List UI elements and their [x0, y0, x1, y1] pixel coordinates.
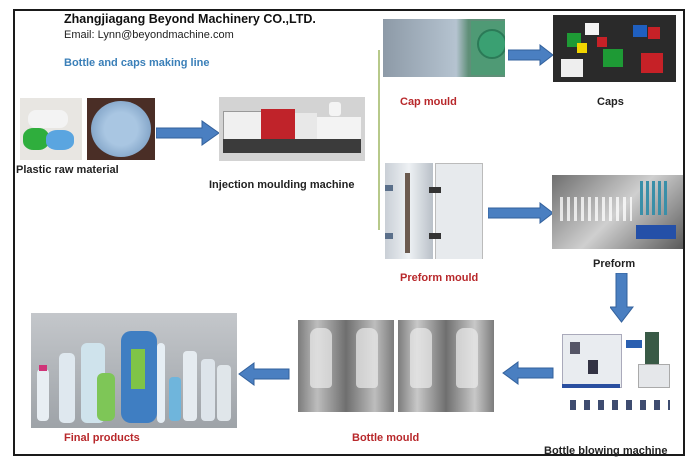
arrow-right-icon — [488, 202, 554, 224]
arrow-left-icon — [238, 362, 290, 386]
company-name: Zhangjiagang Beyond Machinery CO.,LTD. — [64, 12, 316, 26]
final-products-image — [31, 313, 237, 428]
bottle-blowing-machine-image — [560, 330, 680, 425]
injection-machine-image — [219, 97, 365, 161]
preform-mould-image — [385, 163, 485, 259]
divider-line — [378, 50, 380, 230]
bottle-blowing-machine-label: Bottle blowing machine — [544, 445, 668, 457]
arrow-down-icon — [610, 273, 634, 323]
cap-mould-label: Cap mould — [400, 96, 457, 108]
preform-image — [552, 175, 683, 249]
caps-label: Caps — [597, 96, 624, 108]
cap-mould-image — [383, 19, 505, 77]
preform-mould-label: Preform mould — [400, 272, 479, 284]
bottle-mould-label: Bottle mould — [352, 432, 420, 444]
caps-image — [553, 15, 676, 82]
final-products-label: Final products — [64, 432, 140, 444]
raw-material-flakes-image — [20, 98, 82, 160]
arrow-left-icon — [502, 361, 554, 385]
diagram-title: Bottle and caps making line — [64, 57, 210, 69]
arrow-right-icon — [508, 44, 554, 66]
company-email: Email: Lynn@beyondmachine.com — [64, 29, 234, 41]
diagram-frame — [13, 9, 685, 456]
arrow-right-icon — [156, 120, 220, 146]
preform-label: Preform — [593, 258, 636, 270]
raw-material-label: Plastic raw material — [16, 164, 119, 176]
raw-material-pellets-image — [87, 98, 155, 160]
injection-machine-label: Injection moulding machine — [209, 179, 355, 191]
bottle-mould-image — [298, 320, 494, 412]
